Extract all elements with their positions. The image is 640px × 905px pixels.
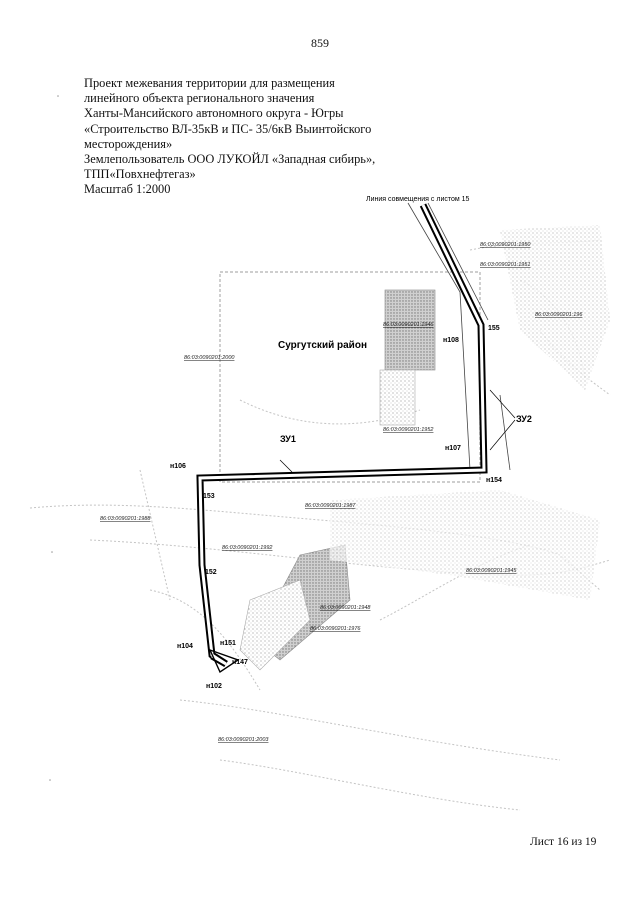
cadastral-1987: 86:03:0090201:1987 [305,503,356,509]
district-label: Сургутский район [278,340,367,351]
header-line-5: месторождения» [84,136,173,151]
point-n147: н147 [232,659,248,666]
header-line-4: «Строительство ВЛ-35кВ и ПС- 35/6кВ Выин… [84,121,372,136]
point-n104: н104 [177,643,193,650]
header-scale: Масштаб 1:2000 [84,182,171,197]
point-n107: н107 [445,445,461,452]
page-number: 859 [311,36,329,50]
cadastral-1950: 86:03:0090201:1950 [480,242,531,248]
pad-1946 [384,289,436,371]
pad-1952 [379,369,416,426]
power-line-route [196,203,488,668]
point-n151: н151 [220,640,236,647]
cadastral-1948: 86:03:0090201:1948 [320,605,371,611]
match-line-label: Линия совмещения с листом 15 [366,196,470,203]
parcel-2000 [219,271,481,483]
point-n108: н108 [443,337,459,344]
cadastral-196: 86:03:0090201:196 [535,312,583,318]
header-line-2: линейного объекта регионального значения [84,91,315,106]
cadastral-1988: 86:03:0090201:1988 [100,516,151,522]
zone-leaders [279,389,516,473]
cadastral-1976: 86:03:0090201:1976 [310,626,361,632]
sheet-counter: Лист 16 из 19 [530,836,597,848]
point-n106: н106 [170,463,186,470]
cadastral-1951: 86:03:0090201:1951 [480,262,530,268]
point-n102: н102 [206,683,222,690]
point-153: 153 [203,493,215,500]
triangle-parcel [208,648,240,674]
zone-label-1: ЗУ1 [280,434,296,444]
cadastral-1945: 86:03:0090201:1945 [466,568,517,574]
hatched-area-south [330,490,600,600]
header-line-6: Землепользователь ООО ЛУКОЙЛ «Западная с… [84,152,376,167]
header-line-3: Ханты-Мансийского автономного округа - Ю… [84,106,344,121]
point-n154: н154 [486,477,502,484]
header-line-7: ТПП«Повхнефтегаз» [84,167,196,182]
cadastral-1952: 86:03:0090201:1952 [383,427,433,433]
cadastral-2000: 86:03:0090201:2000 [184,355,235,361]
point-155: 155 [488,325,500,332]
header-line-1: Проект межевания территории для размещен… [84,76,335,90]
zone-label-2: ЗУ2 [516,414,532,424]
point-152: 152 [205,569,217,576]
cadastral-1946: 86:03:0090201:1946 [383,322,434,328]
document-header: Проект межевания территории для размещен… [84,76,424,198]
cadastral-1992: 86:03:0090201:1992 [222,545,272,551]
hatched-area-east [500,225,610,390]
pad-1976 [239,579,311,671]
scan-specks [49,95,59,781]
cadastral-2003: 86:03:0090201:2003 [218,737,269,743]
